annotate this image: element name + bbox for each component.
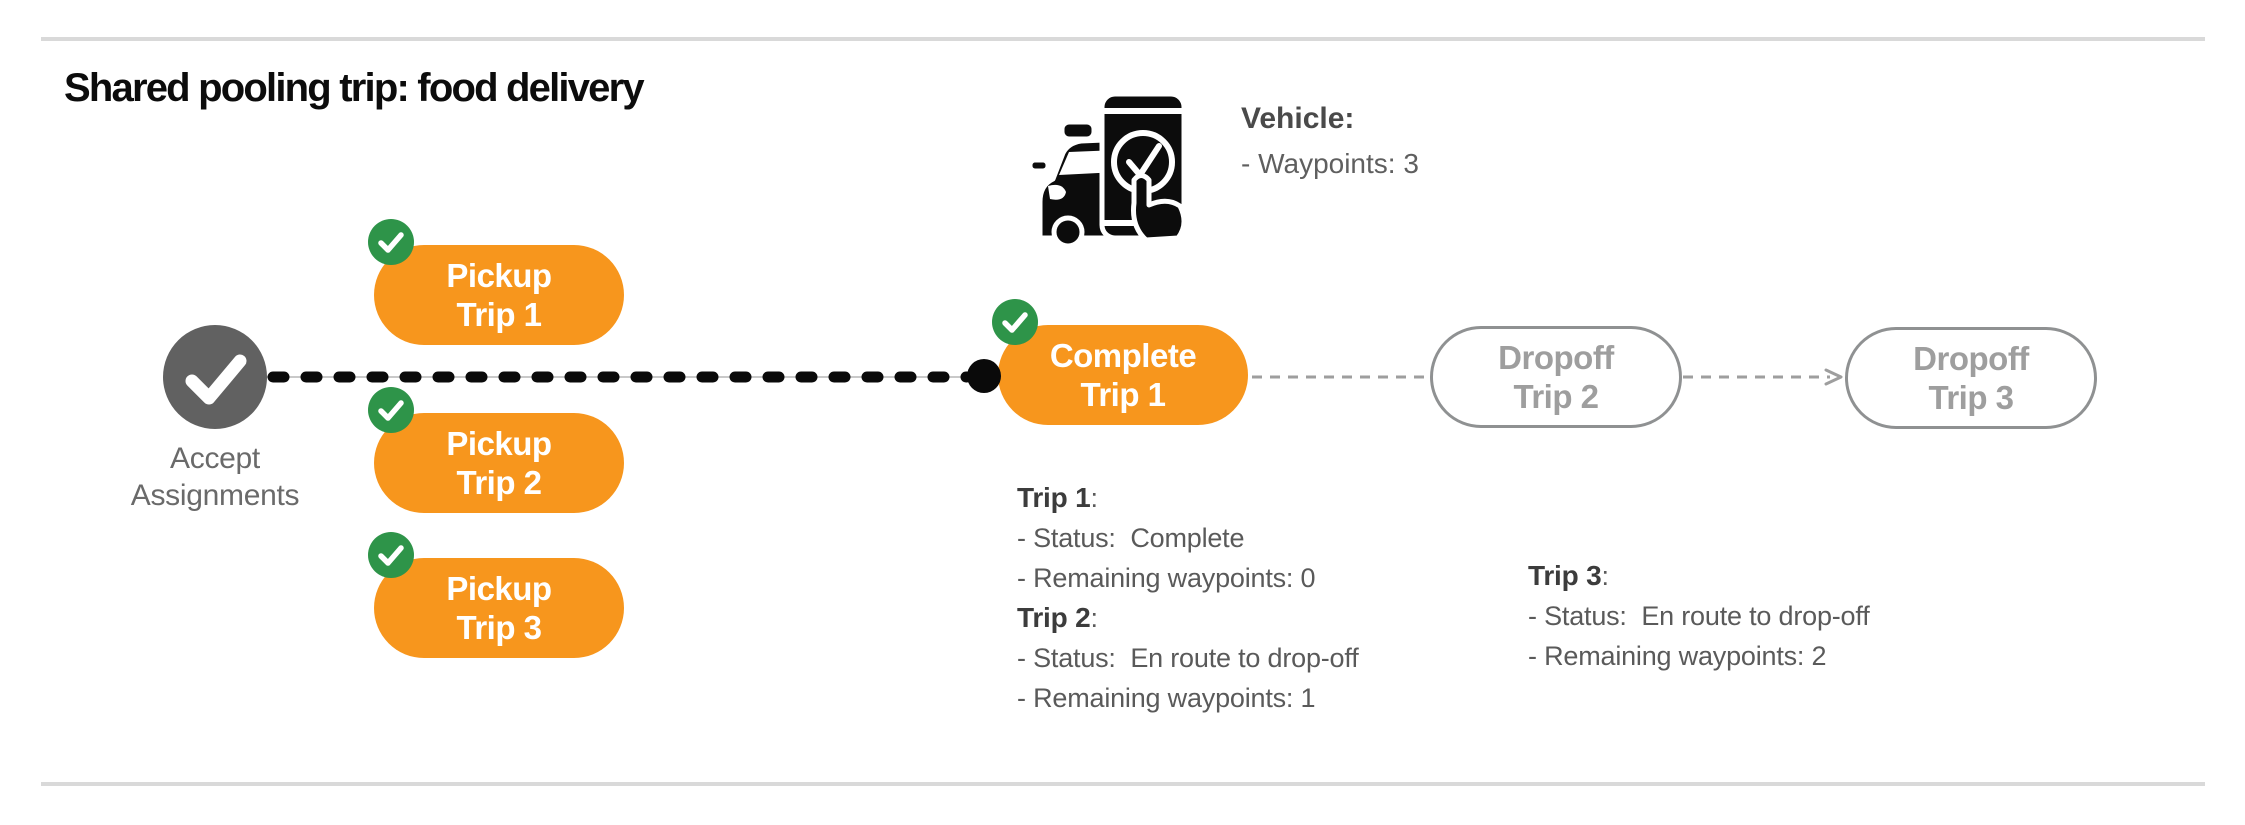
status-line: - Remaining waypoints: 1 [1017,683,1316,713]
node-pickup-trip-2: Pickup Trip 2 [368,387,624,513]
check-badge-icon [992,299,1038,345]
vehicle-info: Vehicle: - Waypoints: 3 [1241,96,1419,186]
status-line: - Remaining waypoints: 0 [1017,563,1316,593]
node-dropoff-trip-2: Dropoff Trip 2 [1430,326,1682,428]
status-line: - Status: En route to drop-off [1528,601,1870,631]
node-complete-trip-1: Complete Trip 1 [992,299,1248,425]
top-divider [41,37,2205,41]
pill-label-line2: Trip 1 [456,296,542,333]
waypoint-dot [967,359,1001,393]
pill-label-line2: Trip 1 [1080,376,1166,413]
status-heading: Trip 2: [1017,602,1098,633]
pill-label-line1: Pickup [446,425,552,462]
status-block-trips-1-2: Trip 1: - Status: Complete - Remaining w… [1017,478,1359,718]
pill-label-line1: Pickup [446,570,552,607]
bottom-divider [41,782,2205,786]
pill-label-line1: Complete [1049,337,1197,374]
car-phone-check-icon [1028,91,1187,249]
status-line: - Status: En route to drop-off [1017,643,1359,673]
connector-accept-to-complete [267,371,975,383]
pill-label-line2: Trip 3 [456,609,542,646]
check-badge-icon [368,219,414,265]
pill-label-line2: Trip 2 [1513,378,1599,415]
node-pickup-trip-1: Pickup Trip 1 [368,219,624,345]
node-accept-assignments [163,325,267,429]
node-dropoff-trip-3: Dropoff Trip 3 [1845,327,2097,429]
vehicle-waypoints: - Waypoints: 3 [1241,148,1419,179]
status-line: - Remaining waypoints: 2 [1528,641,1827,671]
status-line: - Status: Complete [1017,523,1245,553]
connector-dropoff2-to-dropoff3 [1683,368,1843,386]
status-heading: Trip 3: [1528,560,1609,591]
node-pickup-trip-3: Pickup Trip 3 [368,532,624,658]
page-title: Shared pooling trip: food delivery [64,66,645,110]
pill-label-line1: Pickup [446,257,552,294]
pill-label-line2: Trip 3 [1928,379,2014,416]
status-heading: Trip 1: [1017,482,1098,513]
status-block-trip-3: Trip 3: - Status: En route to drop-off -… [1528,556,1870,676]
check-icon [185,354,247,405]
connector-complete-to-dropoff2 [1252,375,1430,379]
accept-assignments-label: Accept Assignments [130,442,300,512]
pill-label-line1: Dropoff [1498,339,1614,376]
pill-label-line2: Trip 2 [456,464,542,501]
pill-label-line1: Dropoff [1913,340,2029,377]
check-badge-icon [368,532,414,578]
vehicle-heading: Vehicle: [1241,102,1355,135]
check-badge-icon [368,387,414,433]
